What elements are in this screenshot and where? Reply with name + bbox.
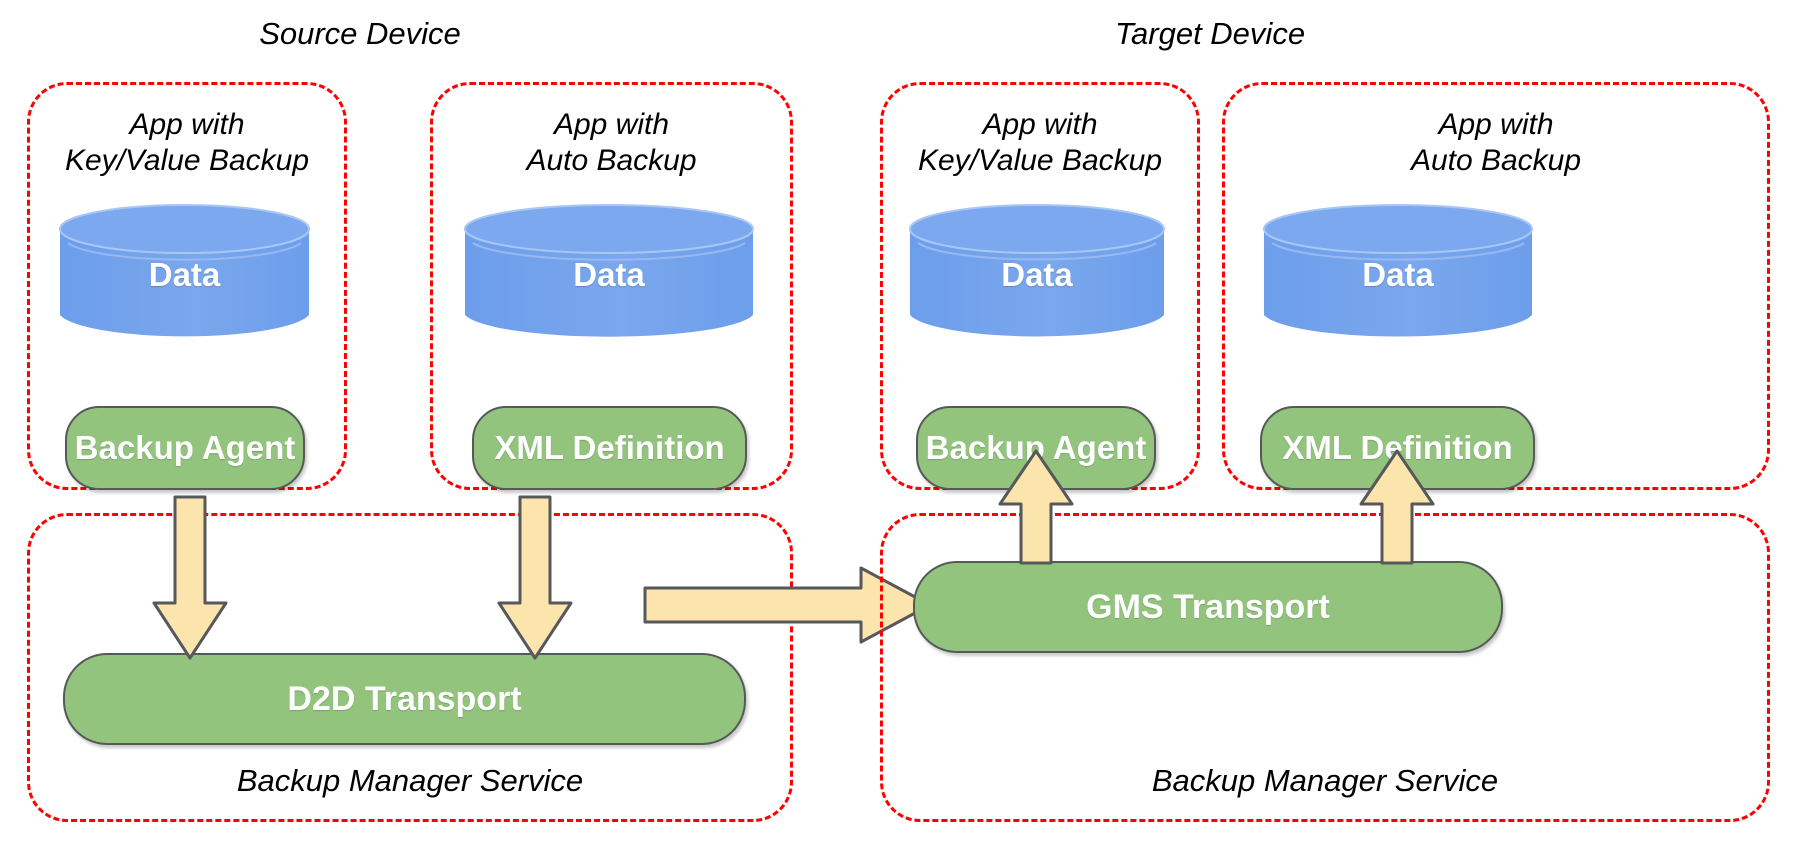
caption-line-1: App with: [1438, 108, 1554, 141]
source-app-keyvalue-data-cylinder: Data: [58, 203, 311, 341]
source-xml-definition-label: XML Definition: [494, 429, 725, 466]
source-backup-agent-node[interactable]: Backup Agent: [65, 406, 305, 490]
arrow-xml-definition-to-d2d: [495, 495, 575, 665]
arrow-gms-to-xml-definition: [1357, 448, 1437, 566]
source-app-autobackup-container: App with Auto Backup: [430, 82, 793, 490]
source-app-keyvalue-caption: App with Key/Value Backup: [30, 107, 344, 179]
d2d-transport-node[interactable]: D2D Transport: [63, 653, 746, 745]
target-app-autobackup-data-cylinder: Data: [1262, 203, 1534, 341]
arrow-d2d-to-gms-transport: [643, 566, 933, 644]
target-app-keyvalue-data-cylinder: Data: [908, 203, 1166, 341]
gms-transport-node[interactable]: GMS Transport: [913, 561, 1503, 653]
source-device-title: Source Device: [259, 16, 461, 51]
target-backup-manager-service-container: Backup Manager Service: [880, 513, 1770, 822]
caption-line-2: Key/Value Backup: [917, 144, 1163, 177]
gms-transport-label: GMS Transport: [1086, 587, 1330, 626]
target-app-autobackup-caption: App with Auto Backup: [1225, 107, 1767, 179]
target-device-title: Target Device: [1114, 16, 1306, 51]
target-app-keyvalue-container: App with Key/Value Backup: [880, 82, 1200, 490]
source-app-autobackup-data-cylinder: Data: [463, 203, 755, 341]
arrow-backup-agent-to-d2d: [150, 495, 230, 665]
source-backup-agent-label: Backup Agent: [74, 429, 296, 466]
arrow-gms-to-backup-agent: [996, 448, 1076, 566]
caption-line-1: App with: [982, 108, 1098, 141]
caption-line-2: Auto Backup: [1410, 144, 1582, 177]
caption-line-2: Auto Backup: [526, 144, 697, 177]
target-backup-manager-service-caption: Backup Manager Service: [1151, 763, 1499, 798]
source-xml-definition-node[interactable]: XML Definition: [472, 406, 747, 490]
target-app-keyvalue-caption: App with Key/Value Backup: [883, 107, 1197, 179]
source-app-autobackup-caption: App with Auto Backup: [433, 107, 790, 179]
caption-line-1: App with: [553, 108, 670, 141]
caption-line-1: App with: [129, 108, 245, 141]
source-backup-manager-service-container: Backup Manager Service: [27, 513, 793, 822]
d2d-transport-label: D2D Transport: [287, 679, 522, 718]
source-backup-manager-service-caption: Backup Manager Service: [236, 763, 584, 798]
caption-line-2: Key/Value Backup: [64, 144, 310, 177]
